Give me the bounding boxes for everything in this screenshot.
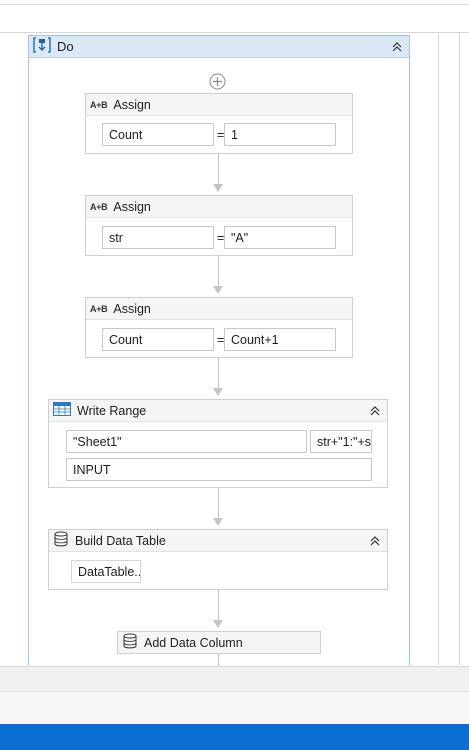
connector-line: [218, 590, 219, 620]
equals-sign: =: [217, 231, 225, 245]
assign-title: Assign: [113, 301, 151, 316]
collapse-icon[interactable]: [389, 39, 405, 55]
connector-arrow: [213, 518, 223, 526]
connector-arrow: [213, 184, 223, 192]
assign-header[interactable]: A+B Assign: [86, 298, 352, 320]
sequence-icon: [33, 37, 51, 56]
connector-arrow: [213, 286, 223, 294]
assign-title: Assign: [113, 97, 151, 112]
write-range-header[interactable]: Write Range: [49, 400, 387, 422]
assign-to-field[interactable]: Count: [102, 328, 214, 351]
equals-sign: =: [217, 333, 225, 347]
connector-arrow: [213, 620, 223, 628]
assign-value-field[interactable]: 1: [224, 123, 336, 146]
range-field[interactable]: str+"1:"+s: [310, 430, 372, 453]
assign-activity-3[interactable]: A+B Assign Count = Count+1: [85, 297, 353, 358]
connector-arrow: [213, 388, 223, 396]
build-data-table-title: Build Data Table: [75, 533, 166, 548]
collapse-icon[interactable]: [367, 533, 383, 549]
assign-value-field[interactable]: Count+1: [224, 328, 336, 351]
connector-line: [218, 358, 219, 388]
spreadsheet-icon: [53, 402, 71, 419]
add-activity-button[interactable]: [209, 73, 226, 90]
assign-icon: A+B: [90, 303, 108, 314]
assign-header[interactable]: A+B Assign: [86, 94, 352, 116]
collapse-icon[interactable]: [367, 403, 383, 419]
assign-header[interactable]: A+B Assign: [86, 196, 352, 218]
assign-to-field[interactable]: str: [102, 226, 214, 249]
panel-divider: [438, 33, 439, 665]
do-header[interactable]: Do: [29, 36, 409, 58]
add-circle-icon: [209, 73, 226, 90]
sheet-name-field[interactable]: "Sheet1": [66, 430, 307, 453]
equals-sign: =: [217, 128, 225, 142]
assign-title: Assign: [113, 199, 151, 214]
status-bar: [0, 724, 469, 750]
assign-value-field[interactable]: "A": [224, 226, 336, 249]
connector-line: [218, 488, 219, 518]
designer-top-bar: [0, 0, 469, 33]
connector-line: [218, 256, 219, 286]
add-data-column-activity[interactable]: Add Data Column: [117, 631, 321, 654]
connector-line: [218, 154, 219, 184]
write-range-activity[interactable]: Write Range "Sheet1" str+"1:"+s INPUT: [48, 399, 388, 488]
datatable-field[interactable]: INPUT: [66, 458, 372, 481]
assign-to-field[interactable]: Count: [102, 123, 214, 146]
assign-icon: A+B: [90, 99, 108, 110]
add-data-column-title: Add Data Column: [144, 635, 243, 650]
do-title: Do: [57, 39, 74, 54]
database-icon: [122, 633, 138, 652]
assign-activity-2[interactable]: A+B Assign str = "A": [85, 195, 353, 256]
assign-icon: A+B: [90, 201, 108, 212]
database-icon: [53, 531, 69, 550]
build-data-table-activity[interactable]: Build Data Table DataTable...: [48, 529, 388, 590]
designer-footer: [0, 666, 469, 691]
panel-tabs-area: [0, 691, 469, 724]
datatable-button[interactable]: DataTable...: [71, 560, 141, 583]
write-range-title: Write Range: [77, 403, 147, 418]
assign-activity-1[interactable]: A+B Assign Count = 1: [85, 93, 353, 154]
connector-line: [218, 654, 219, 666]
build-data-table-header[interactable]: Build Data Table: [49, 530, 387, 552]
panel-divider: [459, 33, 460, 665]
